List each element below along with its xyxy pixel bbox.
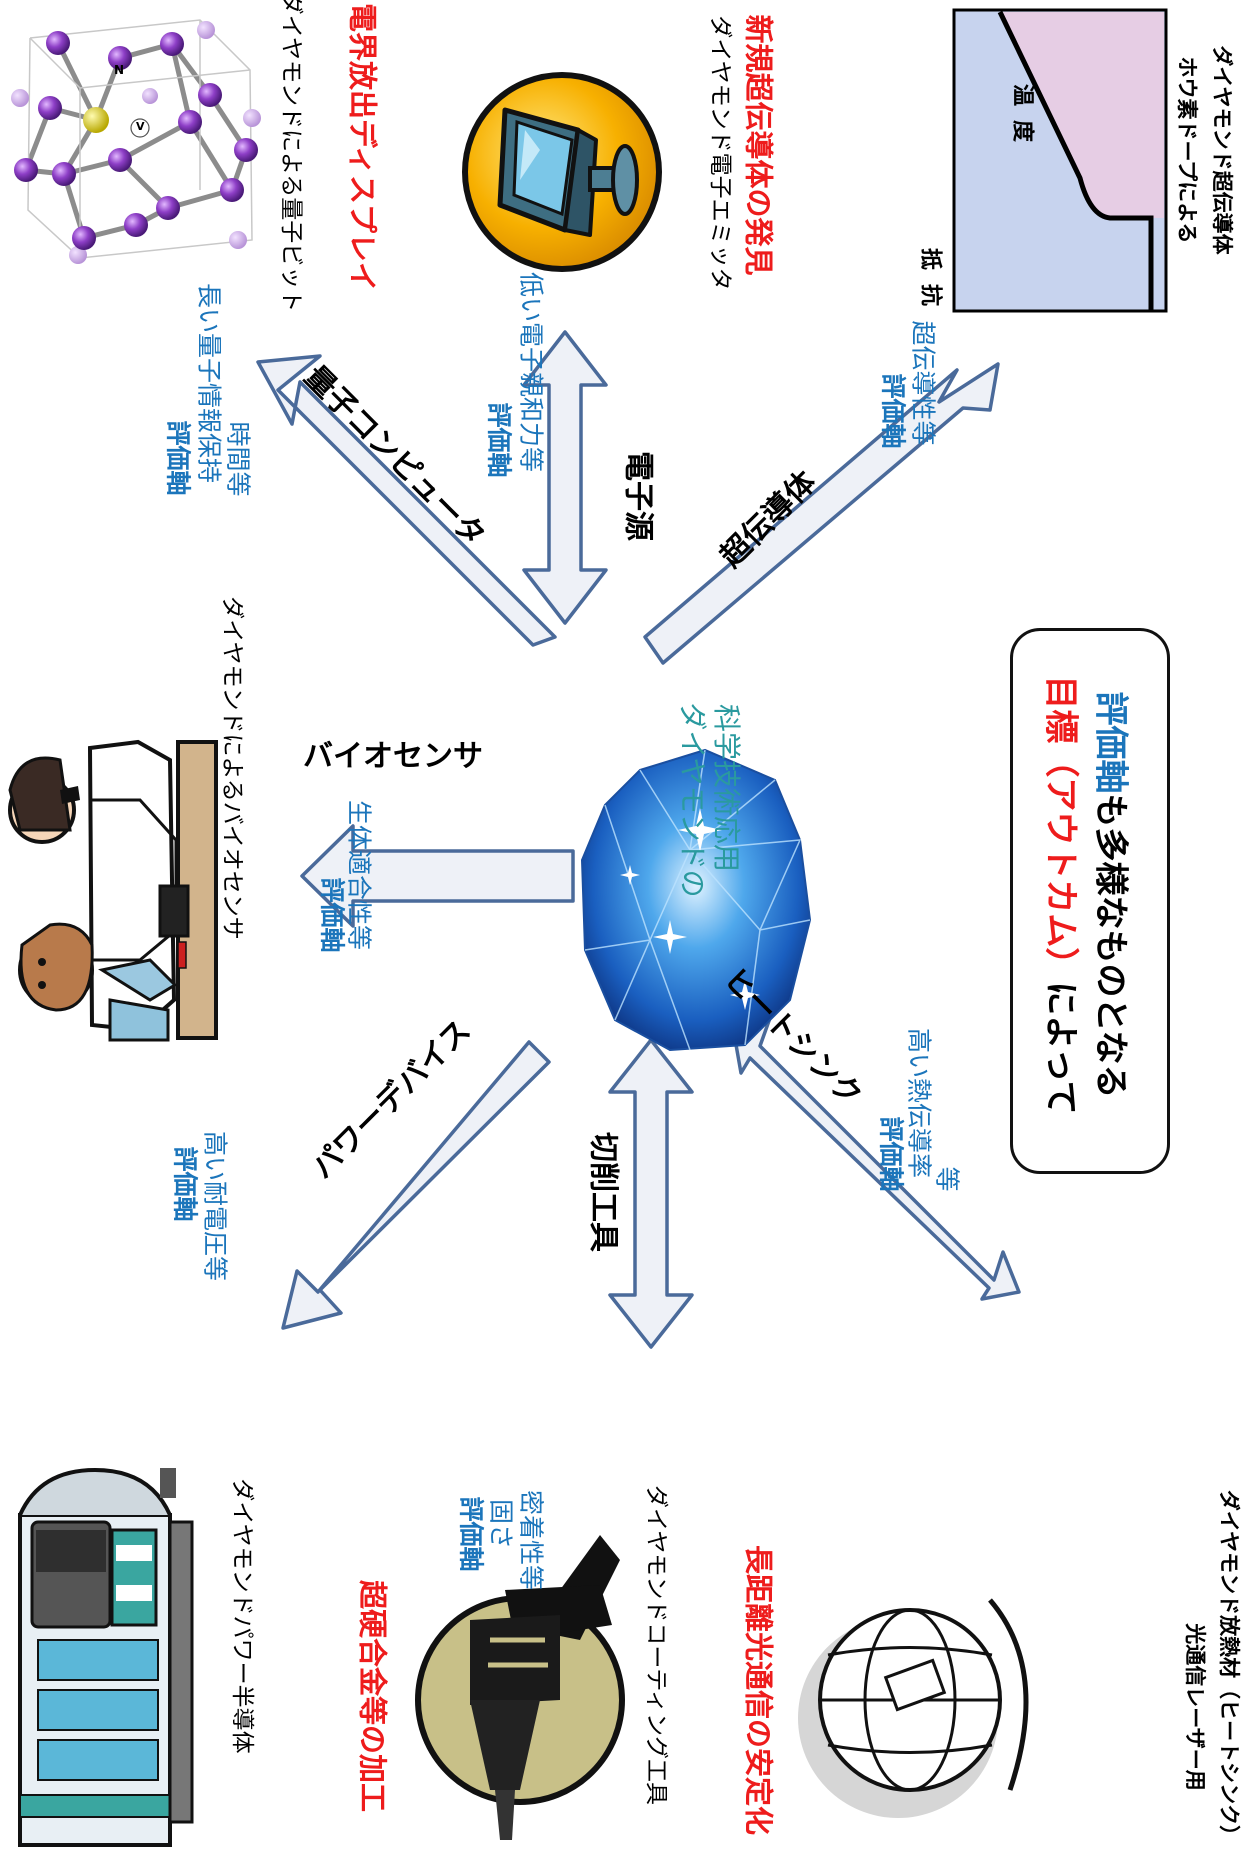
- lattice-label-n: N: [114, 63, 125, 77]
- heatsink-caption-2: ダイヤモンド放熱材（ヒートシンク）: [1217, 1489, 1242, 1847]
- arrow-electron: [522, 330, 608, 625]
- monitor-icon: [462, 72, 662, 272]
- graph-y-label: 抵抗: [917, 247, 943, 321]
- message-box: [1010, 628, 1170, 1174]
- cutting-caption: ダイヤモンドコーティング工具: [643, 1485, 670, 1805]
- electron-axis-line-1: 低い電子親和力等: [516, 271, 546, 473]
- cutting-axis-line-2: 密着性等: [516, 1489, 546, 1591]
- quantum-axis-line-2: 時間等: [223, 421, 253, 497]
- electron-headline: 電界放出ディスプレイ: [345, 3, 380, 291]
- biosensor-arrow-label: バイオセンサ: [303, 738, 483, 774]
- electron-caption: ダイヤモンド電子エミッタ: [707, 15, 734, 291]
- heatsink-headline: 長距離光通信の安定化: [741, 1544, 776, 1836]
- electron-axis-title: 評価軸: [484, 402, 514, 478]
- arrow-biosensor: [300, 824, 575, 928]
- train-icon: [18, 1467, 194, 1847]
- resistance-graph-icon: [952, 8, 1168, 313]
- heatsink-axis-title: 評価軸: [876, 1116, 906, 1192]
- biosensor-axis-line-1: 生体適合性等: [344, 799, 374, 951]
- arrow-quantum: [256, 354, 557, 647]
- crystal-lattice-icon: [11, 19, 261, 264]
- arrow-superconductor: [643, 362, 1000, 665]
- message-line-2: 評価軸も多様なものとなる: [1090, 691, 1131, 1099]
- message-axis: 評価軸: [1090, 691, 1131, 794]
- lattice-label-v: V: [136, 120, 145, 133]
- cutting-axis-title: 評価軸: [456, 1496, 486, 1572]
- diamond-gem-icon: [580, 748, 812, 1052]
- superconductor-axis-line-1: 超伝導性等: [908, 320, 938, 446]
- arrow-power: [281, 1040, 551, 1330]
- superconductor-caption-2: ダイヤモンド超伝導体: [1210, 45, 1235, 255]
- superconductor-caption-1: ホウ素ドープによる: [1175, 56, 1200, 244]
- drill-hand-icon: [415, 1535, 625, 1840]
- power-caption: ダイヤモンドパワー半導体: [229, 1478, 256, 1754]
- message-line2-rest: も多様なものとなる: [1090, 793, 1131, 1099]
- electron-arrow-label: 電子源: [620, 451, 656, 541]
- biosensor-axis-title: 評価軸: [317, 877, 347, 953]
- biosensor-caption: ダイヤモンドによるバイオセンサ: [219, 596, 246, 940]
- power-axis-title: 評価軸: [170, 1146, 200, 1222]
- center-caption-1: ダイヤモンドの: [676, 702, 710, 898]
- message-outcome: 目標（アウトカム）: [1040, 675, 1081, 982]
- arrow-cutting: [608, 1038, 694, 1349]
- globe-icon: [798, 1598, 1029, 1818]
- quantum-axis-line-1: 長い量子情報保持: [194, 282, 224, 484]
- message-line-1: 目標（アウトカム）によって: [1040, 675, 1081, 1115]
- message-line1-rest: によって: [1040, 981, 1081, 1115]
- superconductor-axis-title: 評価軸: [878, 373, 908, 449]
- heatsink-caption-1: 光通信レーザー用: [1183, 1623, 1208, 1791]
- heatsink-axis-line-1: 高い熱伝導率: [904, 1027, 934, 1179]
- doctor-patient-icon: [8, 739, 218, 1042]
- heatsink-axis-line-2: 等: [932, 1166, 962, 1192]
- power-axis-line-1: 高い耐電圧等: [200, 1130, 230, 1282]
- cutting-headline: 超硬合金等の加工: [355, 1579, 390, 1813]
- superconductor-headline: 新規超伝導体の発見: [741, 14, 776, 276]
- quantum-caption: ダイヤモンドによる量子ビット: [278, 0, 305, 313]
- cutting-arrow-label: 切削工具: [585, 1132, 621, 1252]
- quantum-axis-title: 評価軸: [163, 420, 193, 496]
- arrow-heatsink: [730, 1016, 1021, 1301]
- center-caption-2: 科学技術応用: [710, 703, 744, 873]
- graph-x-label: 温度: [1009, 83, 1035, 157]
- cutting-axis-line-1: 固さ: [486, 1498, 516, 1550]
